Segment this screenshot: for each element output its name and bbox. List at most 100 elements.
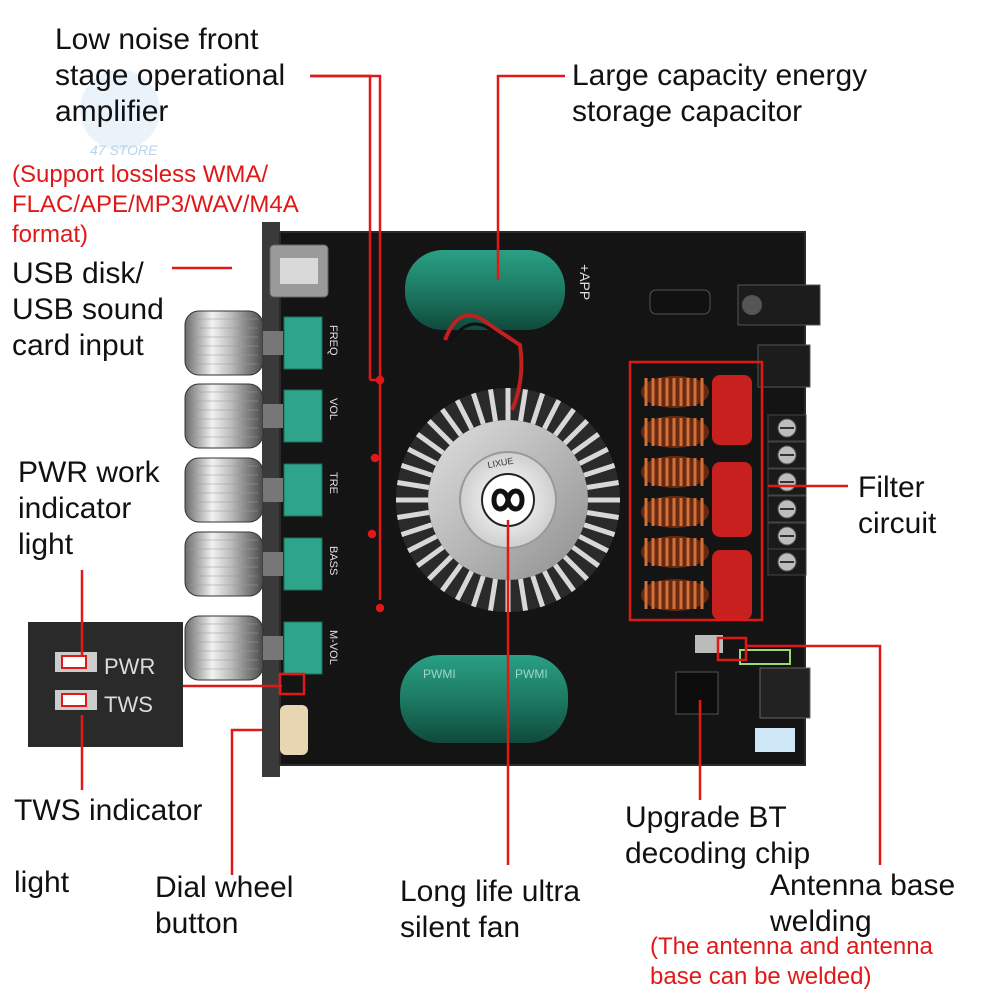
terminal-screw (767, 468, 807, 496)
volume-knob[interactable]: VOL (184, 383, 339, 449)
speaker-terminal-block (767, 414, 807, 576)
heatsink-fin (454, 570, 474, 601)
app-print: +APP (577, 264, 593, 300)
volume-knob[interactable]: M-VOL (184, 615, 339, 681)
knob-label: TRE (327, 472, 339, 494)
heatsink-fin (415, 432, 445, 455)
antenna-highlight (716, 636, 748, 662)
cap-print-2: PWMI (515, 667, 548, 681)
label-pwr-indicator: PWR work indicator light (18, 456, 160, 561)
heatsink-fin (440, 407, 463, 437)
label-filter-circuit: Filter circuit (858, 471, 937, 540)
heatsink-fin (427, 419, 454, 446)
led-highlight (278, 672, 306, 696)
knob-group: FREQ VOL TRE BASS M-VOL (184, 310, 339, 681)
label-capacitor: Large capacity energy storage capacitor (572, 59, 868, 128)
heatsink-fin (553, 407, 576, 437)
tws-print: TWS (104, 692, 153, 717)
fan-brand: LIXUE (487, 456, 514, 470)
knob-label: FREQ (327, 325, 339, 356)
inductor-coil (641, 456, 709, 488)
filter-highlight (628, 360, 764, 622)
leader-lines (80, 74, 882, 875)
pwr-led (61, 655, 87, 669)
filter-cap (712, 462, 752, 537)
label-antenna: Antenna base welding (770, 869, 956, 938)
heatsink-fin (415, 545, 445, 568)
volume-knob[interactable]: BASS (184, 531, 339, 597)
heatsink-fin (586, 510, 620, 520)
inductor-coil (641, 579, 709, 611)
watermark-logo (80, 70, 160, 150)
bt-chip (675, 671, 719, 715)
heatsink-fin (400, 522, 433, 537)
heatsink-fin (407, 446, 438, 466)
inductor-coil (641, 496, 709, 528)
label-bt-chip: Upgrade BT decoding chip (625, 801, 811, 870)
heatsink-fin (553, 563, 576, 593)
label-usb-input: USB disk/ USB sound card input (12, 257, 164, 362)
infinity-logo (491, 488, 525, 512)
energy-capacitor (405, 250, 565, 330)
heatsink-fin (471, 575, 486, 608)
diode (649, 289, 711, 315)
terminal-screw (767, 441, 807, 469)
bottom-capacitor (400, 655, 568, 743)
label-dial-wheel: Dial wheel button (155, 871, 294, 940)
heatsink-fin (471, 392, 486, 425)
heatsink-fin (583, 463, 616, 478)
led-closeup-inset: PWR TWS (28, 622, 183, 747)
label-fan: Long life ultra silent fan (400, 875, 581, 944)
heatsink-fin (400, 463, 433, 478)
inductor-coil (641, 376, 709, 408)
dial-wheel-button (280, 705, 308, 755)
volume-knob[interactable]: TRE (184, 457, 339, 523)
heatsink-fin (562, 419, 589, 446)
heatsink-fin (396, 510, 430, 520)
heatsink-fin (586, 480, 620, 490)
terminal-screw (767, 414, 807, 442)
heatsink-fin (488, 388, 498, 422)
label-lossless-note: (Support lossless WMA/ FLAC/APE/MP3/WAV/… (12, 161, 299, 248)
heatsink-fin (578, 534, 609, 554)
antenna-trace (739, 649, 791, 665)
pwr-print: PWR (104, 654, 155, 679)
heatsink-fin (454, 399, 474, 430)
heatsink-fin (396, 480, 430, 490)
heatsink-fin (440, 563, 463, 593)
cap-print: PWMI (423, 667, 456, 681)
heatsink-fin (542, 399, 562, 430)
heatsink-fin (518, 388, 528, 422)
label-antenna-note: (The antenna and antenna base can be wel… (650, 933, 933, 990)
heatsink-fin (562, 554, 589, 581)
heatsink-fin (583, 522, 616, 537)
label-opamp: Low noise front stage operational amplif… (55, 23, 286, 128)
heatsink-fin (578, 446, 609, 466)
power-terminal (757, 344, 811, 388)
crystal (695, 635, 723, 653)
volume-knob[interactable]: FREQ (184, 310, 339, 376)
audio-jack (759, 667, 811, 719)
filter-coils (641, 376, 709, 611)
heatsink-fin (427, 554, 454, 581)
heatsink-fin (530, 575, 545, 608)
knob-label: VOL (327, 398, 339, 420)
heatsink-fin (571, 432, 601, 455)
filter-cap (712, 550, 752, 620)
watermark-text: 47 STORE (90, 142, 158, 158)
heatsink-fin (571, 545, 601, 568)
terminal-screw (767, 548, 807, 576)
heatsink-fin (488, 578, 498, 612)
terminal-screw (767, 522, 807, 550)
label-tws-indicator: TWS indicator light (14, 794, 203, 899)
heatsink-fin (518, 578, 528, 612)
terminal-screw (767, 495, 807, 523)
filter-cap (712, 375, 752, 445)
knob-label: BASS (327, 546, 339, 575)
inductor-coil (641, 536, 709, 568)
tws-led (61, 693, 87, 707)
knob-label: M-VOL (327, 630, 339, 665)
heatsink-fin (542, 570, 562, 601)
heatsink-fin (530, 392, 545, 425)
